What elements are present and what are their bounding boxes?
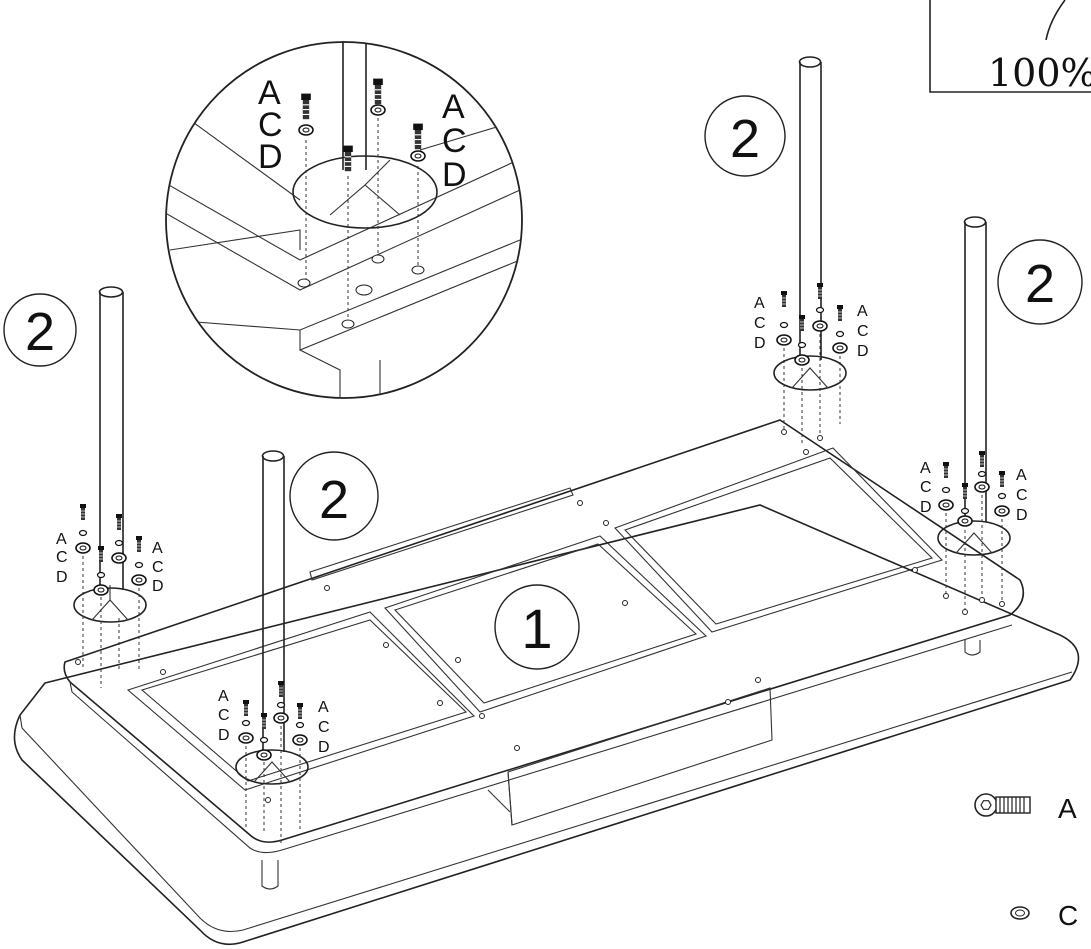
svg-text:C: C bbox=[442, 122, 467, 160]
legend-screw-label: A bbox=[1058, 793, 1077, 824]
leg-right-back bbox=[773, 56, 848, 455]
hardware-labels-leg-1-left: A C D bbox=[56, 531, 68, 586]
parts-legend: A C bbox=[974, 793, 1078, 931]
step-callout-leg-2: 2 bbox=[289, 451, 379, 541]
svg-text:A: A bbox=[1016, 467, 1027, 484]
svg-text:A: A bbox=[152, 540, 163, 557]
svg-text:D: D bbox=[754, 335, 766, 352]
svg-text:D: D bbox=[857, 343, 869, 360]
hardware-labels-leg-1-right: A C D bbox=[152, 540, 164, 595]
step-number-leg-3: 2 bbox=[730, 109, 760, 169]
svg-text:C: C bbox=[920, 479, 932, 496]
hardware-labels-leg-2-left: A C D bbox=[218, 688, 230, 744]
svg-text:A: A bbox=[56, 531, 67, 548]
detail-inset bbox=[165, 41, 523, 399]
zoom-label: 100% bbox=[988, 51, 1091, 95]
step-number-leg-1: 2 bbox=[25, 302, 55, 362]
step-number-top: 1 bbox=[521, 597, 552, 660]
step-callout-leg-4: 2 bbox=[997, 239, 1083, 325]
step-number-leg-2: 2 bbox=[319, 470, 349, 530]
leg-left-back bbox=[73, 286, 147, 688]
svg-text:A: A bbox=[442, 88, 465, 126]
hardware-labels-leg-3-left: A C D bbox=[754, 295, 766, 352]
hardware-labels-detail-left: A C D bbox=[258, 74, 283, 176]
svg-text:D: D bbox=[258, 138, 283, 176]
svg-text:C: C bbox=[318, 719, 330, 736]
hardware-labels-detail-right: A C D bbox=[442, 88, 467, 194]
svg-text:A: A bbox=[218, 688, 229, 705]
svg-text:A: A bbox=[754, 295, 765, 312]
svg-text:D: D bbox=[56, 569, 68, 586]
svg-text:C: C bbox=[218, 707, 230, 724]
step-callout-top: 1 bbox=[494, 584, 580, 670]
svg-text:D: D bbox=[218, 727, 230, 744]
hardware-labels-leg-4-right: A C D bbox=[1016, 467, 1028, 524]
ring-icon bbox=[1010, 906, 1030, 920]
screw-icon bbox=[974, 793, 1031, 817]
svg-text:C: C bbox=[152, 559, 164, 576]
svg-text:D: D bbox=[920, 499, 932, 516]
legend-ring-label: C bbox=[1058, 900, 1078, 931]
hardware-labels-leg-3-right: A C D bbox=[857, 303, 869, 360]
svg-text:D: D bbox=[1016, 507, 1028, 524]
tabletop bbox=[13, 419, 1080, 946]
svg-text:C: C bbox=[56, 549, 68, 566]
hardware-labels-leg-4-left: A C D bbox=[920, 460, 932, 516]
svg-text:C: C bbox=[857, 323, 869, 340]
svg-text:C: C bbox=[754, 315, 766, 332]
zoom-inset: 100% bbox=[929, 0, 1091, 95]
svg-text:A: A bbox=[920, 460, 931, 477]
svg-text:D: D bbox=[442, 156, 467, 194]
svg-text:C: C bbox=[1016, 487, 1028, 504]
svg-text:D: D bbox=[318, 739, 330, 756]
leg-right-front bbox=[937, 216, 1011, 615]
svg-text:A: A bbox=[857, 303, 868, 320]
hardware-labels-leg-2-right: A C D bbox=[318, 699, 330, 756]
step-callout-leg-3: 2 bbox=[704, 95, 786, 177]
step-callout-leg-1: 2 bbox=[3, 293, 77, 367]
step-number-leg-4: 2 bbox=[1025, 254, 1055, 314]
svg-text:D: D bbox=[152, 578, 164, 595]
leg-left-front bbox=[235, 450, 309, 845]
svg-text:A: A bbox=[258, 74, 281, 112]
svg-text:C: C bbox=[258, 106, 283, 144]
svg-text:A: A bbox=[318, 699, 329, 716]
